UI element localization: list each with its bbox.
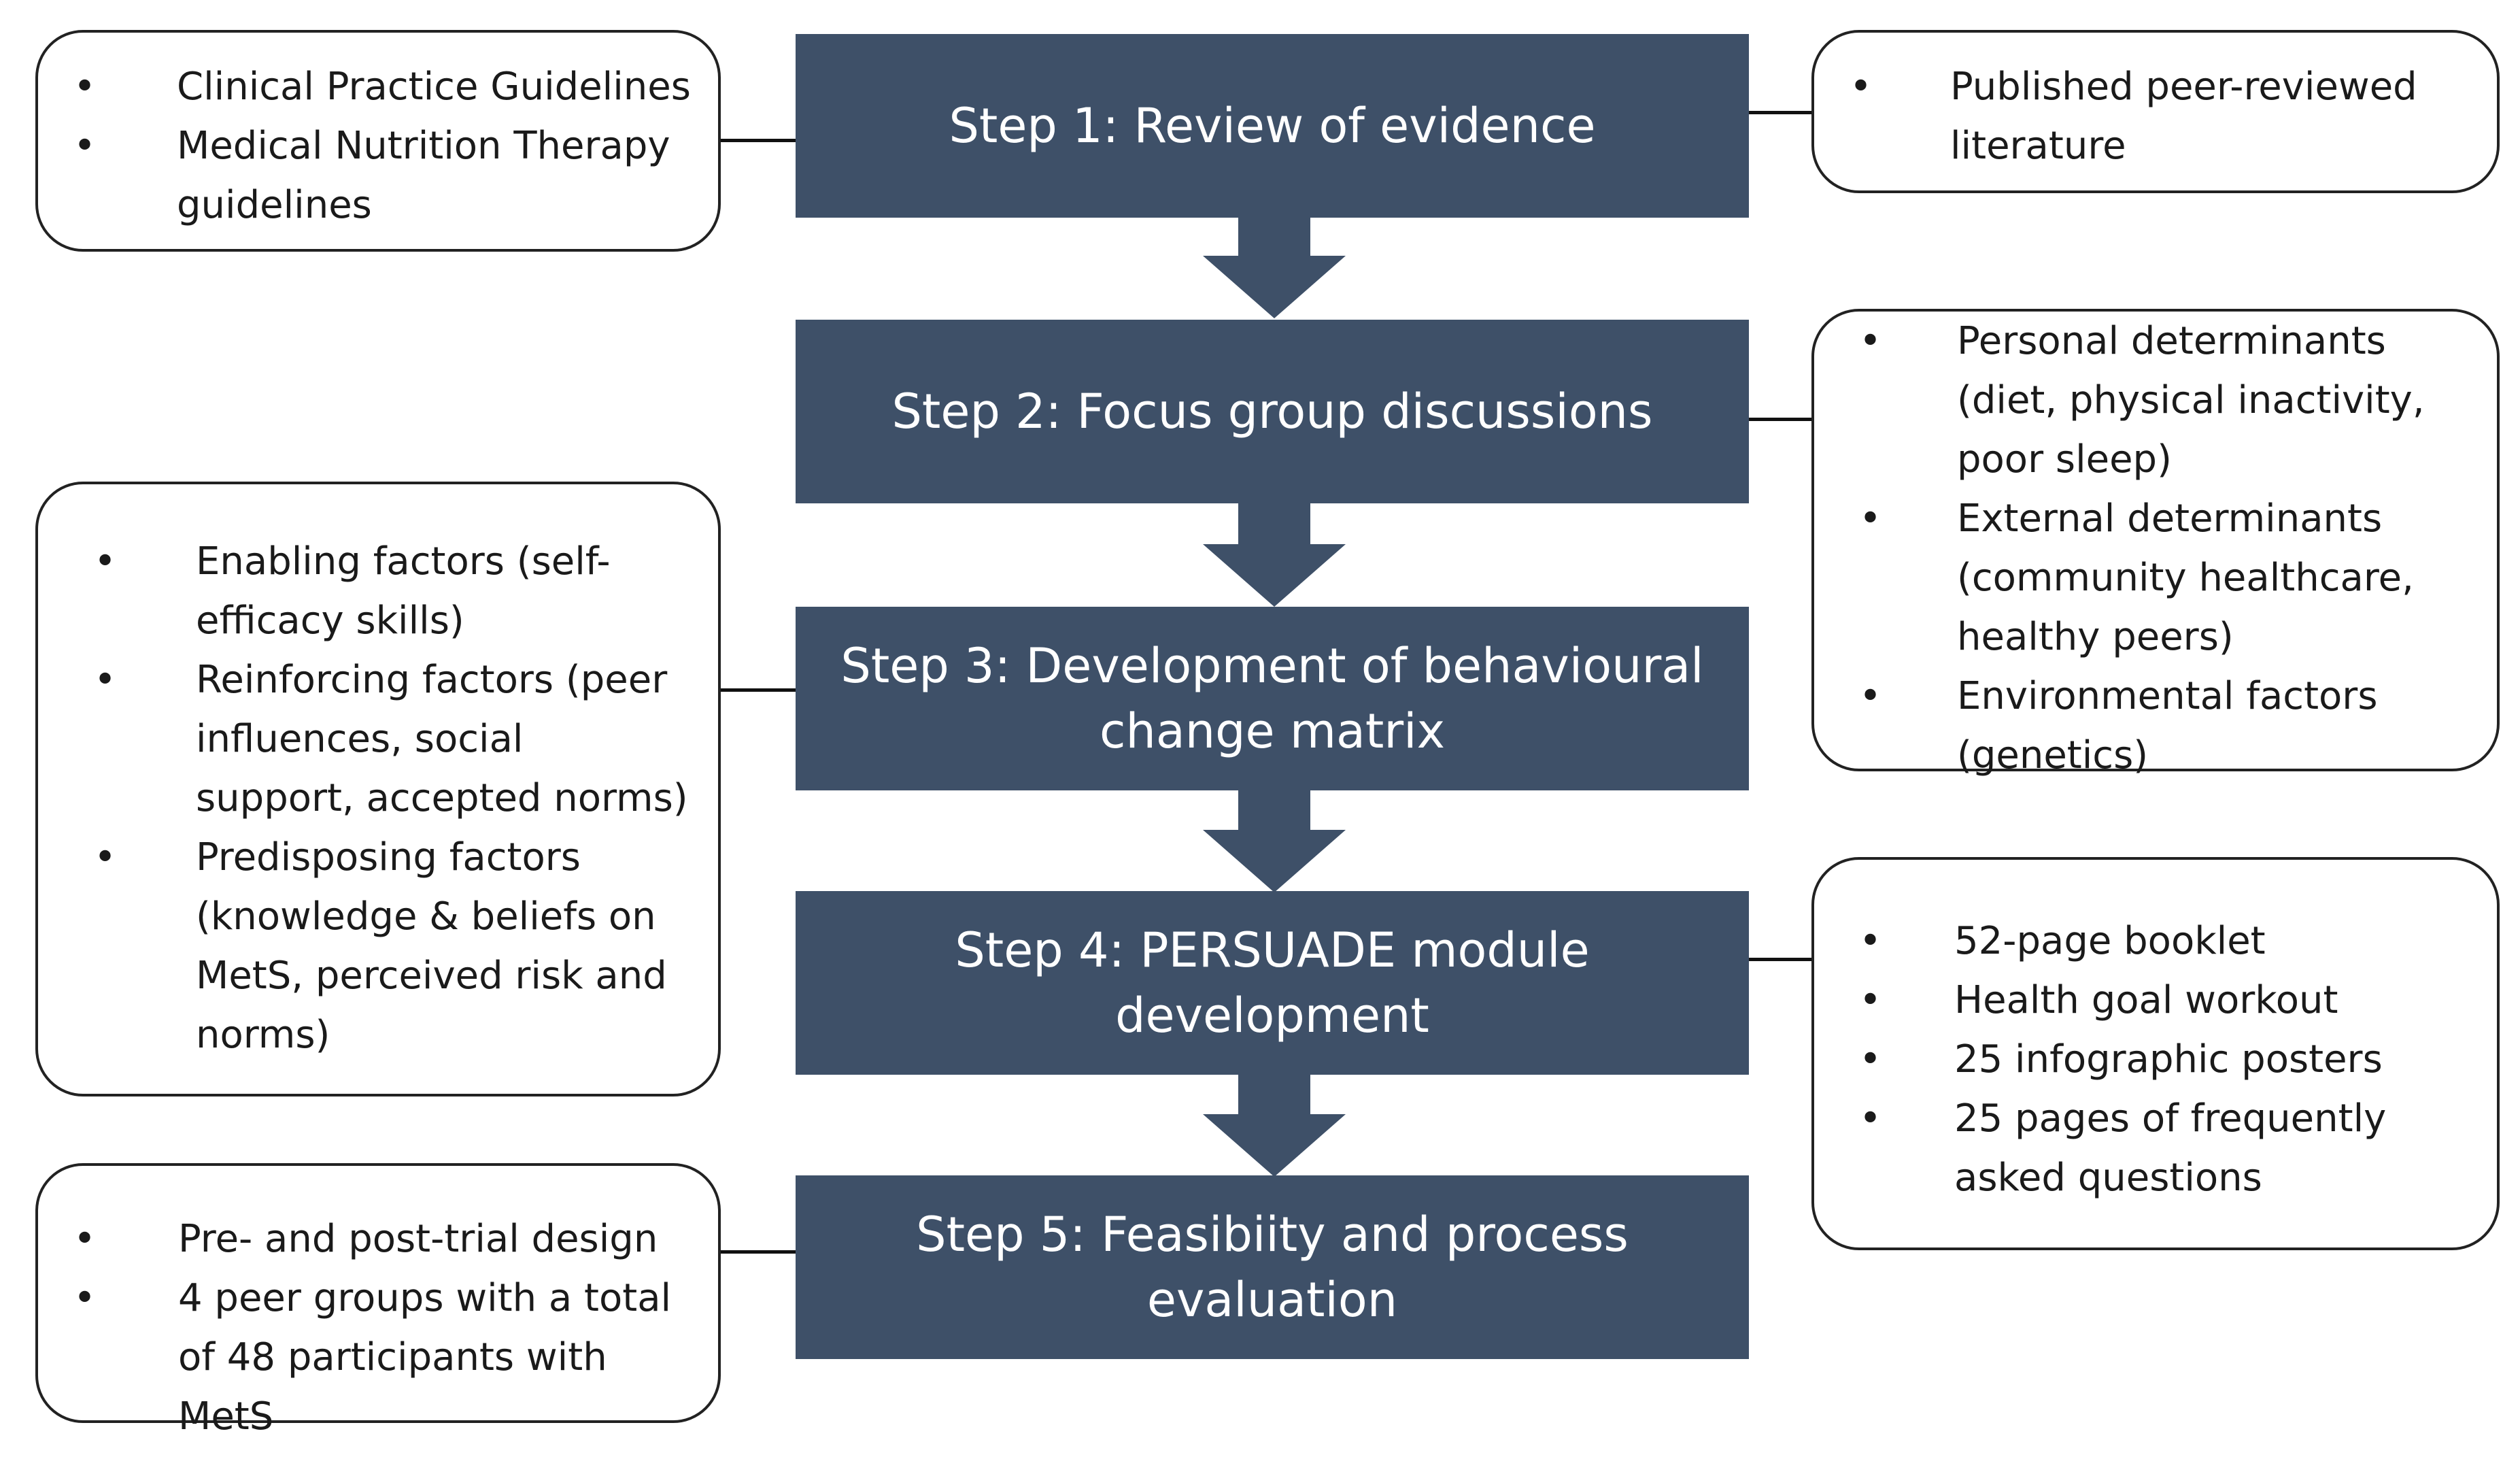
list-item: •Reinforcing factors (peer influences, s… (38, 650, 691, 828)
bullet-icon: • (1859, 674, 1882, 718)
step1-right-note: •Published peer-reviewed literature (1811, 30, 2500, 193)
step-5-box: Step 5: Feasibiity and process evaluatio… (796, 1175, 1749, 1359)
bullet-icon: • (73, 65, 97, 109)
step-2-label: Step 2: Focus group discussions (891, 384, 1653, 439)
step-5-label: Step 5: Feasibiity and process evaluatio… (916, 1207, 1629, 1328)
step2-right-note: •Personal determinants (diet, physical i… (1811, 309, 2500, 777)
list-item: •25 infographic posters (1814, 1030, 2476, 1089)
bullet-icon: • (73, 1217, 97, 1261)
step3-left-note: •Enabling factors (self-efficacy skills)… (35, 482, 721, 1096)
down-arrow-icon (1203, 789, 1346, 892)
step2-right-list: •Personal determinants (diet, physical i… (1814, 312, 2476, 785)
step-2-box: Step 2: Focus group discussions (796, 320, 1749, 503)
step1-left-note: •Clinical Practice Guidelines •Medical N… (35, 30, 721, 252)
list-item: •Environmental factors (genetics) (1814, 667, 2476, 785)
list-item: •Health goal workout (1814, 971, 2476, 1030)
bullet-icon: • (73, 1276, 97, 1320)
connector-step4-right (1749, 958, 1813, 961)
step-1-box: Step 1: Review of evidence (796, 34, 1749, 218)
list-item: •Medical Nutrition Therapy guidelines (38, 116, 691, 235)
bullet-icon: • (1859, 497, 1882, 541)
list-item: •Published peer-reviewed literature (1814, 57, 2470, 175)
step-3-box: Step 3: Development of behavioural chang… (796, 607, 1749, 790)
step3-left-list: •Enabling factors (self-efficacy skills)… (38, 532, 691, 1065)
list-item: •Predisposing factors (knowledge & belie… (38, 828, 691, 1065)
bullet-icon: • (1859, 1096, 1882, 1141)
connector-step2-right (1749, 418, 1813, 421)
down-arrow-icon (1203, 215, 1346, 318)
list-item: •52-page booklet (1814, 911, 2476, 971)
list-item: •Clinical Practice Guidelines (38, 57, 691, 116)
connector-step5-left (719, 1250, 797, 1254)
step4-right-list: •52-page booklet •Health goal workout •2… (1814, 911, 2476, 1207)
bullet-icon: • (94, 539, 117, 584)
step-1-label: Step 1: Review of evidence (949, 98, 1596, 154)
connector-step1-right (1749, 111, 1813, 114)
step-4-label: Step 4: PERSUADE module development (955, 922, 1590, 1043)
list-item: •Pre- and post-trial design (38, 1209, 691, 1269)
bullet-icon: • (1859, 919, 1882, 963)
bullet-icon: • (1850, 65, 1873, 109)
step5-left-note: •Pre- and post-trial design •4 peer grou… (35, 1163, 721, 1439)
list-item: •25 pages of frequently asked questions (1814, 1089, 2476, 1207)
down-arrow-icon (1203, 503, 1346, 607)
connector-step1-left (719, 139, 797, 142)
list-item: •4 peer groups with a total of 48 partic… (38, 1269, 691, 1446)
down-arrow-icon (1203, 1073, 1346, 1177)
step-3-label: Step 3: Development of behavioural chang… (840, 638, 1704, 759)
step-4-box: Step 4: PERSUADE module development (796, 891, 1749, 1075)
bullet-icon: • (73, 124, 97, 168)
step5-left-list: •Pre- and post-trial design •4 peer grou… (38, 1209, 691, 1446)
list-item: •External determinants (community health… (1814, 489, 2476, 667)
list-item: •Personal determinants (diet, physical i… (1814, 312, 2476, 489)
list-item: •Enabling factors (self-efficacy skills) (38, 532, 691, 650)
bullet-icon: • (1859, 319, 1882, 363)
step1-left-list: •Clinical Practice Guidelines •Medical N… (38, 57, 691, 235)
step1-right-list: •Published peer-reviewed literature (1814, 57, 2470, 175)
bullet-icon: • (94, 835, 117, 880)
bullet-icon: • (1859, 1037, 1882, 1082)
step4-right-note: •52-page booklet •Health goal workout •2… (1811, 857, 2500, 1250)
bullet-icon: • (94, 658, 117, 702)
bullet-icon: • (1859, 978, 1882, 1022)
connector-step3-left (719, 688, 797, 692)
